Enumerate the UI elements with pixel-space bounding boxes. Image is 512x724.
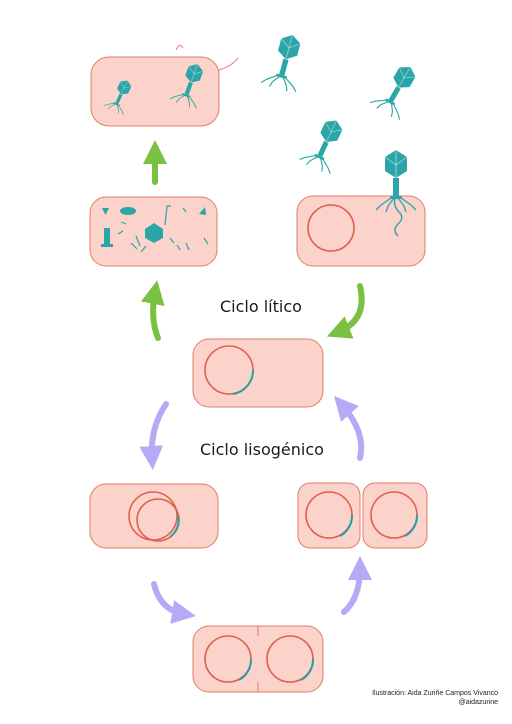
cell-releasing-phages bbox=[90, 44, 239, 127]
lytic-cycle-label: Ciclo lítico bbox=[220, 297, 302, 316]
cell-with-injected-dna bbox=[192, 338, 324, 408]
illustration-credit: Ilustración: Aida Zuriñe Campos Vivanco … bbox=[372, 689, 498, 707]
lytic-arrow-assembly bbox=[140, 280, 165, 341]
lysogenic-arrow-division bbox=[341, 556, 372, 615]
credit-author: Ilustración: Aida Zuriñe Campos Vivanco bbox=[372, 690, 498, 697]
bacteriophage-icon bbox=[298, 112, 353, 176]
lytic-arrow-infection bbox=[326, 283, 365, 339]
divided-cells bbox=[297, 482, 428, 549]
bacteriophage-icon bbox=[260, 29, 311, 95]
credit-handle: @aidazurine bbox=[458, 699, 498, 706]
cell-being-infected bbox=[296, 149, 426, 267]
lysogenic-arrow-replication bbox=[151, 581, 196, 624]
bacteriophage-icon bbox=[368, 57, 426, 122]
cell-replicating-chromosome bbox=[89, 483, 219, 549]
cell-dividing bbox=[192, 625, 324, 693]
lysogenic-arrow-induction bbox=[334, 396, 365, 461]
lysogenic-cycle-label: Ciclo lisogénico bbox=[200, 440, 324, 459]
cell-assembling-phages bbox=[89, 196, 218, 267]
lysogenic-arrow-integration bbox=[139, 401, 169, 470]
